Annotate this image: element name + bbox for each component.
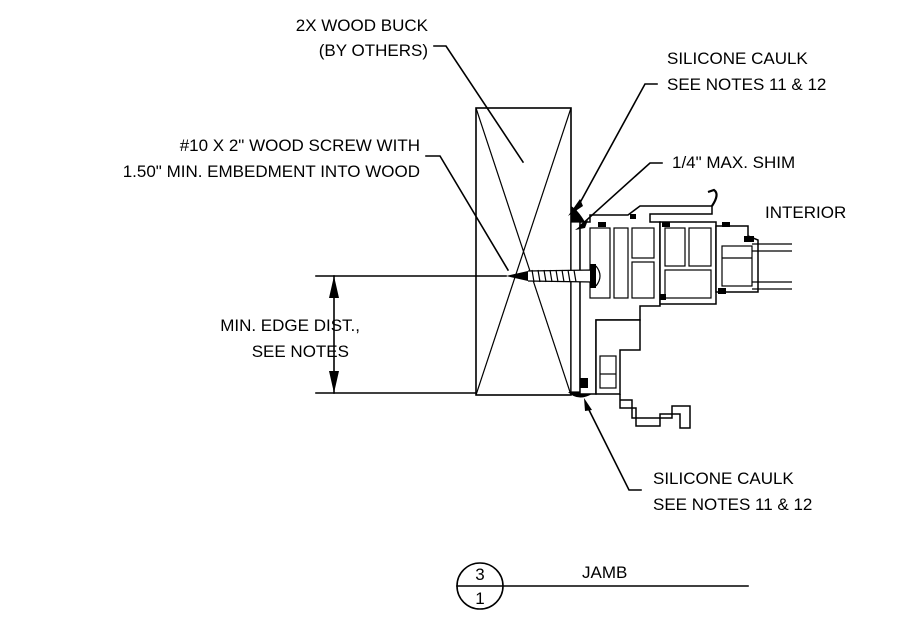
section-tag: 3 1 JAMB xyxy=(456,562,749,610)
detail-number: 3 xyxy=(475,565,484,584)
edge-distance-label-line2: SEE NOTES xyxy=(252,342,349,361)
wood-buck-label-line1: 2X WOOD BUCK xyxy=(296,16,429,35)
sheet-number: 1 xyxy=(475,589,484,608)
wood-screw xyxy=(506,264,601,288)
leader-arrowheads xyxy=(568,199,592,411)
bottom-caulk-label-line1: SILICONE CAULK xyxy=(653,469,794,488)
wood-buck xyxy=(475,107,572,396)
edge-distance-label-line1: MIN. EDGE DIST., xyxy=(220,316,360,335)
shim-label: 1/4" MAX. SHIM xyxy=(672,153,795,172)
screw-label-line1: #10 X 2" WOOD SCREW WITH xyxy=(180,136,420,155)
shim xyxy=(570,221,581,393)
window-frame-profile xyxy=(579,188,792,429)
edge-distance-dimension xyxy=(315,275,507,394)
section-title: JAMB xyxy=(582,563,627,582)
top-caulk-label-line1: SILICONE CAULK xyxy=(667,49,808,68)
top-caulk-label-line2: SEE NOTES 11 & 12 xyxy=(667,75,826,94)
wood-buck-label-line2: (BY OTHERS) xyxy=(319,41,428,60)
leader-lines xyxy=(425,45,663,491)
screw-label-line2: 1.50" MIN. EMBEDMENT INTO WOOD xyxy=(123,162,420,181)
bottom-caulk-label-line2: SEE NOTES 11 & 12 xyxy=(653,495,812,514)
interior-label: INTERIOR xyxy=(765,203,846,222)
